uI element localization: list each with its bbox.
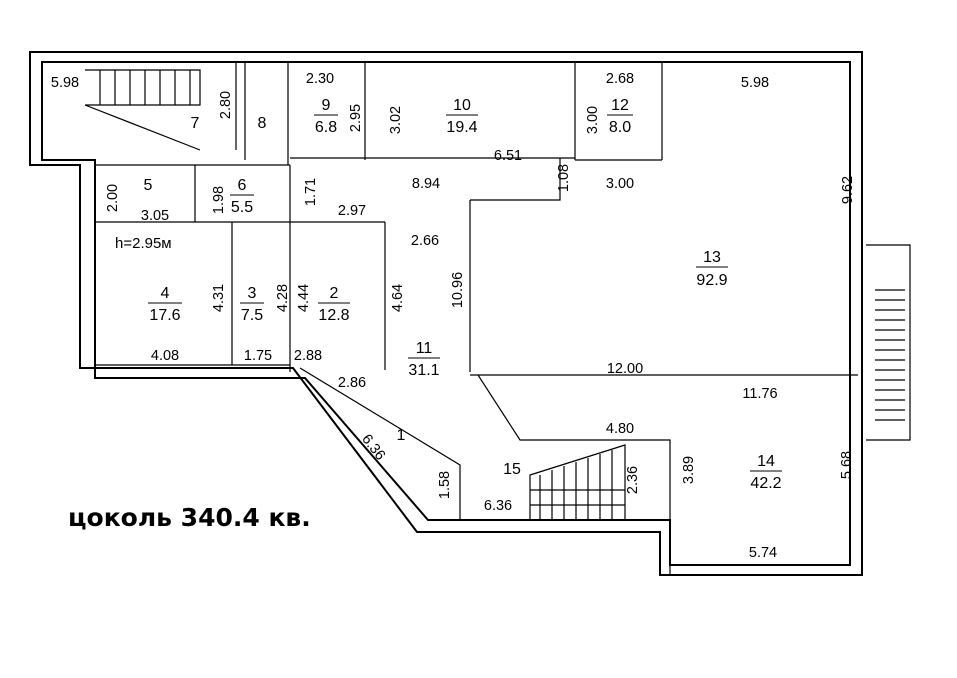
dimension: 11.76 bbox=[742, 386, 777, 402]
svg-text:11: 11 bbox=[416, 340, 433, 357]
svg-text:14: 14 bbox=[757, 453, 775, 470]
svg-text:8: 8 bbox=[258, 115, 267, 132]
dimension: 1.98 bbox=[211, 186, 227, 214]
dimension: 5.74 bbox=[749, 545, 777, 561]
dimension: 3.00 bbox=[606, 176, 634, 192]
dimension: 2.00 bbox=[105, 184, 121, 212]
dimension: 1.75 bbox=[244, 348, 272, 364]
room-14: 14 42.2 bbox=[750, 453, 782, 492]
dimension: 2.95 bbox=[348, 104, 364, 132]
dimension: 1.58 bbox=[437, 471, 453, 499]
svg-text:8.0: 8.0 bbox=[609, 119, 631, 136]
dimension: 2.97 bbox=[338, 203, 366, 219]
dimension: 2.68 bbox=[606, 71, 634, 87]
room-10: 10 19.4 bbox=[446, 97, 478, 136]
room-12: 128.0 bbox=[607, 97, 633, 136]
svg-text:5: 5 bbox=[144, 177, 153, 194]
svg-text:9: 9 bbox=[322, 97, 331, 114]
dimension: 4.80 bbox=[606, 421, 634, 437]
svg-text:6.8: 6.8 bbox=[315, 119, 337, 136]
dimension: 5.68 bbox=[839, 451, 855, 479]
dimension: 3.05 bbox=[141, 208, 169, 224]
dimension: 6.51 bbox=[494, 148, 522, 164]
dimension: 5.98 bbox=[741, 75, 769, 91]
dimension: 8.94 bbox=[412, 176, 440, 192]
dimension: 1.71 bbox=[303, 178, 319, 206]
dimension: 3.00 bbox=[585, 106, 601, 134]
dimension: 3.02 bbox=[388, 106, 404, 134]
svg-text:6: 6 bbox=[238, 177, 247, 194]
dimension: 10.96 bbox=[450, 272, 466, 308]
dimension: 2.80 bbox=[218, 91, 234, 119]
dimension: 2.66 bbox=[411, 233, 439, 249]
dimension: 2.86 bbox=[338, 375, 366, 391]
interior-walls bbox=[84, 62, 911, 575]
dimension: 2.36 bbox=[625, 466, 641, 494]
svg-text:7: 7 bbox=[191, 115, 200, 132]
svg-text:12.8: 12.8 bbox=[318, 307, 349, 324]
dimension: 3.89 bbox=[681, 456, 697, 484]
room-5: 5 bbox=[144, 177, 153, 194]
dimension: 12.00 bbox=[607, 361, 643, 377]
room-9: 96.8 bbox=[314, 97, 338, 136]
svg-text:31.1: 31.1 bbox=[408, 362, 439, 379]
svg-text:12: 12 bbox=[611, 97, 629, 114]
dimension: 2.30 bbox=[306, 71, 334, 87]
outer-walls bbox=[29, 51, 863, 576]
dimension: 4.08 bbox=[151, 348, 179, 364]
dimension: 1.08 bbox=[556, 164, 572, 192]
svg-text:17.6: 17.6 bbox=[149, 307, 180, 324]
dimension: 5.98 bbox=[51, 75, 79, 91]
room-13: 13 92.9 bbox=[696, 249, 728, 289]
dimension-labels: 5.98 2.80 2.30 2.95 3.02 6.51 2.68 3.00 … bbox=[51, 71, 856, 561]
room-15: 15 bbox=[503, 461, 521, 478]
svg-text:10: 10 bbox=[453, 97, 471, 114]
room-1: 1 bbox=[397, 427, 406, 444]
dimension: 4.44 bbox=[296, 284, 312, 312]
dimension: 6.36 bbox=[484, 498, 512, 514]
dimension: 4.64 bbox=[390, 284, 406, 312]
dimension: 9.62 bbox=[840, 176, 856, 204]
room-4: 417.6 bbox=[148, 285, 182, 324]
dimension: 4.31 bbox=[211, 284, 227, 312]
svg-text:92.9: 92.9 bbox=[696, 272, 727, 289]
svg-text:5.5: 5.5 bbox=[231, 199, 253, 216]
floor-title: цоколь 340.4 кв. bbox=[68, 503, 311, 532]
room-6: 65.5 bbox=[230, 177, 254, 216]
svg-text:42.2: 42.2 bbox=[750, 475, 781, 492]
dimension: 2.88 bbox=[294, 348, 322, 364]
svg-text:19.4: 19.4 bbox=[446, 119, 477, 136]
svg-text:15: 15 bbox=[503, 461, 521, 478]
svg-text:7.5: 7.5 bbox=[241, 307, 263, 324]
svg-text:3: 3 bbox=[248, 285, 257, 302]
svg-text:4: 4 bbox=[161, 285, 170, 302]
dimension: 4.28 bbox=[275, 284, 291, 312]
room-8: 8 bbox=[258, 115, 267, 132]
svg-text:1: 1 bbox=[397, 427, 406, 444]
room-11: 11 31.1 bbox=[408, 340, 440, 379]
room-7: 7 bbox=[191, 115, 200, 132]
svg-text:13: 13 bbox=[703, 249, 721, 266]
room-3: 37.5 bbox=[240, 285, 264, 324]
room-2: 212.8 bbox=[318, 285, 350, 324]
svg-text:2: 2 bbox=[330, 285, 339, 302]
ceiling-height-label: h=2.95м bbox=[115, 235, 172, 252]
